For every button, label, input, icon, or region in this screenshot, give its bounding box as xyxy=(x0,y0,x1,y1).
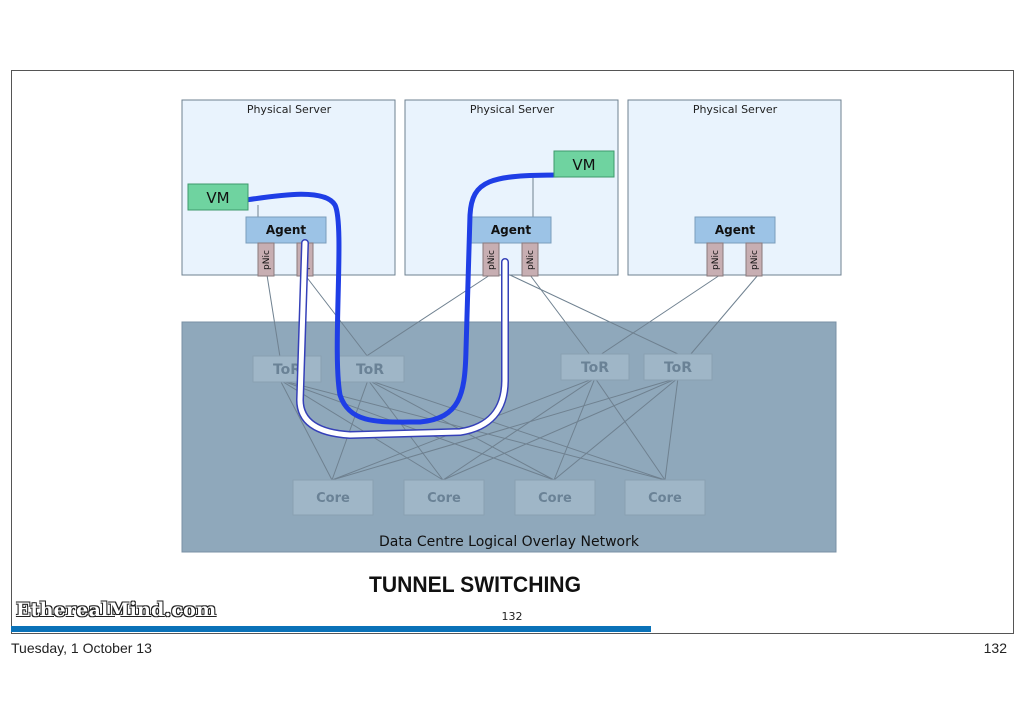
pnic-port xyxy=(482,242,500,277)
core-switch xyxy=(292,479,374,516)
agent-label: Agent xyxy=(266,223,307,237)
pnic-label: pNic xyxy=(487,250,497,270)
physical-server-2 xyxy=(404,99,619,276)
agent-box xyxy=(245,216,327,244)
vm-box xyxy=(553,150,615,178)
slide-title: TUNNEL SWITCHING xyxy=(369,572,581,597)
ethereal-mind-logo: EtherealMind.com xyxy=(16,599,217,621)
pnic-port xyxy=(521,242,539,277)
server-title: Physical Server xyxy=(470,103,555,116)
pnic-label: pNic xyxy=(526,250,536,270)
slide-number: 132 xyxy=(502,610,523,623)
pnic-label: pNic xyxy=(262,250,272,270)
overlay-network-label: Data Centre Logical Overlay Network xyxy=(379,534,640,550)
core-label: Core xyxy=(648,491,682,506)
tor-label: ToR xyxy=(356,362,384,378)
tor-switch xyxy=(643,353,713,381)
network-links xyxy=(257,178,759,481)
pnic-port xyxy=(745,242,763,277)
pnic-label: pNic xyxy=(711,250,721,270)
pnic-port xyxy=(706,242,724,277)
core-switch xyxy=(403,479,485,516)
tor-label: ToR xyxy=(664,360,692,376)
tor-switch xyxy=(335,355,405,383)
vm-box xyxy=(187,183,249,211)
agent-box xyxy=(694,216,776,244)
core-switch xyxy=(514,479,596,516)
server-title: Physical Server xyxy=(247,103,332,116)
footer-page-number: 132 xyxy=(983,640,1007,656)
agent-label: Agent xyxy=(715,223,756,237)
vm-tunnel-path xyxy=(243,172,563,425)
tor-label: ToR xyxy=(581,360,609,376)
server-title: Physical Server xyxy=(693,103,778,116)
vm-label: VM xyxy=(572,156,595,174)
underlay-tunnel-path-inner xyxy=(297,240,508,438)
agent-box xyxy=(470,216,552,244)
tor-switch xyxy=(252,355,322,383)
tor-label: ToR xyxy=(273,362,301,378)
bottom-accent-bar xyxy=(11,626,651,632)
core-switch xyxy=(624,479,706,516)
core-label: Core xyxy=(316,491,350,506)
pnic-port xyxy=(257,242,275,277)
physical-server-3 xyxy=(627,99,842,276)
agent-label: Agent xyxy=(491,223,532,237)
pnic-label: pNic xyxy=(750,250,760,270)
tor-switch xyxy=(560,353,630,381)
core-label: Core xyxy=(538,491,572,506)
vm-label: VM xyxy=(206,189,229,207)
core-label: Core xyxy=(427,491,461,506)
footer-date: Tuesday, 1 October 13 xyxy=(11,640,152,656)
